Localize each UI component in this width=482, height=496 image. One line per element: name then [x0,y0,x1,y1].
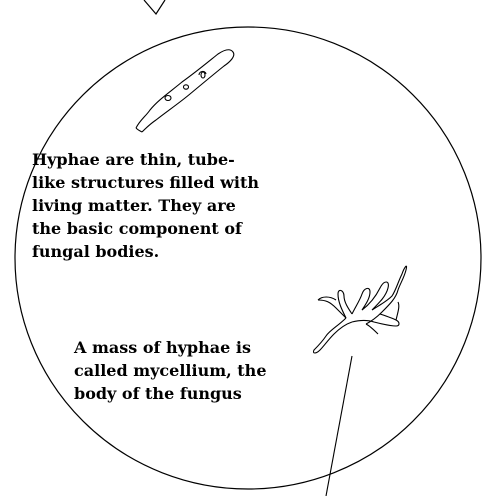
hyphae-caption-line: the basic component of [32,217,259,240]
mycelium-caption-line: body of the fungus [74,382,267,405]
hyphae-caption-line: Hyphae are thin, tube- [32,148,259,171]
hyphae-caption-line: living matter. They are [32,194,259,217]
mycelium-caption-line: A mass of hyphae is [74,336,267,359]
mycelium-caption: A mass of hyphae is called mycellium, th… [74,336,267,405]
top-pointer-line [144,0,165,14]
hypha-drawing [136,50,234,132]
hyphae-caption-line: like structures filled with [32,171,259,194]
mycelium-drawing [313,266,406,353]
hyphae-caption: Hyphae are thin, tube- like structures f… [32,148,259,263]
hyphae-caption-line: fungal bodies. [32,240,259,263]
mycelium-caption-line: called mycellium, the [74,359,267,382]
mycelium-pointer-line [326,356,352,496]
